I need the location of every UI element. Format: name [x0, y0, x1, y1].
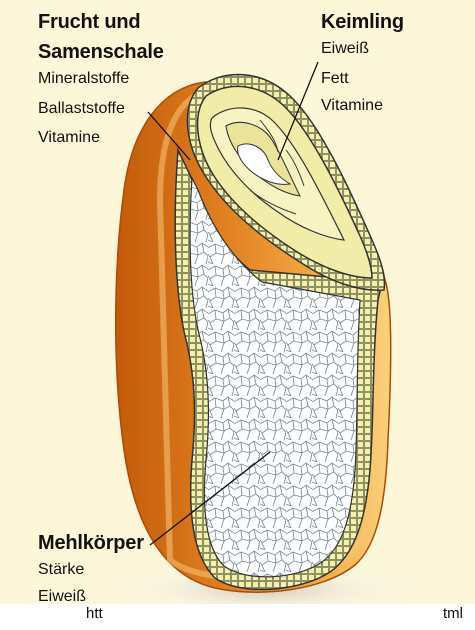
label-fruit-seed-coat-heading-1: Frucht und	[38, 10, 140, 34]
label-germ-item: Fett	[321, 67, 349, 91]
label-germ-item: Eiweiß	[321, 37, 369, 61]
footer-url-left: htt	[86, 605, 103, 622]
label-endosperm-heading: Mehlkörper	[38, 531, 144, 555]
label-fruit-seed-coat-heading-2: Samenschale	[38, 40, 164, 64]
label-endosperm-item: Eiweiß	[38, 585, 86, 609]
label-germ-heading: Keimling	[321, 10, 404, 34]
label-fruit-seed-coat-item: Vitamine	[38, 126, 100, 150]
label-fruit-seed-coat-item: Mineralstoffe	[38, 67, 129, 91]
footer-url-right: tml	[443, 605, 463, 622]
label-endosperm-item: Stärke	[38, 558, 84, 582]
label-germ-item: Vitamine	[321, 94, 383, 118]
label-fruit-seed-coat-item: Ballaststoffe	[38, 97, 125, 121]
